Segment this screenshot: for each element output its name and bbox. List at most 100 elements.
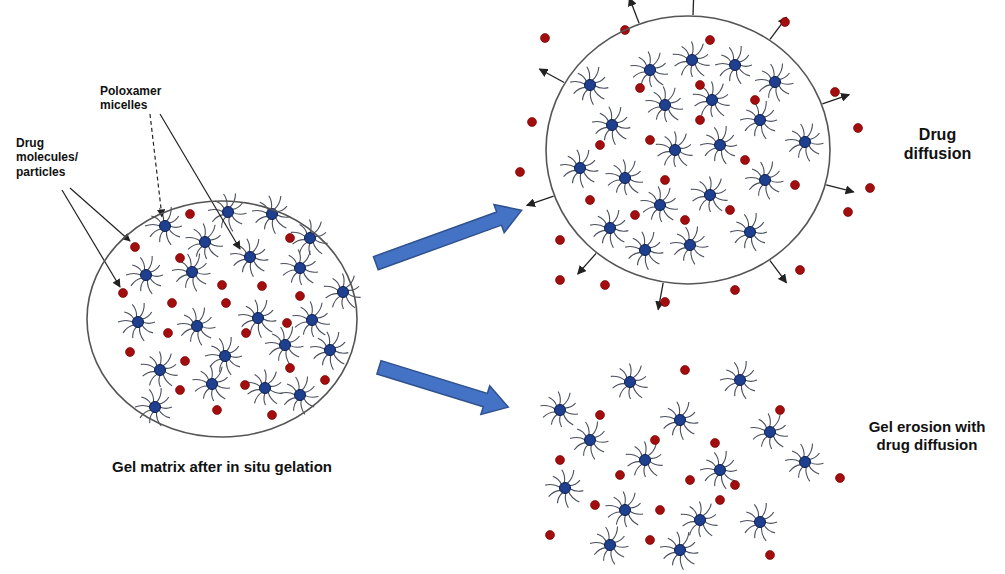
drug-particle [556, 276, 565, 285]
micelle-chain [181, 329, 192, 336]
micelle-chain [630, 171, 641, 176]
micelle-chain [672, 554, 677, 565]
micelle-chain [648, 52, 650, 65]
micelle-chain [305, 261, 316, 266]
micelle-chain [614, 220, 625, 226]
micelle-core [560, 483, 571, 494]
micelle-chain [692, 226, 698, 240]
micelle-chain [567, 470, 574, 483]
micelle-chain [752, 213, 757, 227]
poloxamer-micelle [715, 46, 752, 84]
micelle-chain [595, 440, 608, 442]
micelle-chain [684, 250, 689, 261]
drug-particle [126, 348, 135, 357]
micelle-chain [705, 473, 716, 481]
drug-particle [696, 81, 705, 90]
micelle-chain [735, 235, 746, 243]
micelle-core [687, 55, 698, 66]
micelle-chain [549, 490, 561, 496]
micelle-chain [653, 53, 661, 66]
micelle-chain [644, 442, 646, 455]
micelle-chain [242, 261, 247, 272]
micelle-chain [140, 257, 144, 270]
micelle-core [223, 207, 234, 218]
micelle-chain [715, 63, 730, 65]
micelle-chain [722, 451, 727, 465]
micelle-chain [163, 354, 171, 366]
micelle-chain [188, 254, 192, 267]
micelle-chain [674, 132, 676, 145]
drug-particle [586, 196, 595, 205]
micelle-chain [639, 57, 647, 66]
micelle-chain [665, 110, 667, 122]
micelle-chain [303, 324, 309, 334]
micelle-chain [664, 552, 676, 558]
micelle-chain [677, 532, 680, 545]
micelle-chain [691, 42, 693, 55]
micelle-chain [594, 88, 605, 98]
micelle-chain [739, 68, 750, 76]
micelle-chain [695, 64, 704, 76]
micelle-chain [558, 392, 560, 405]
micelle-chain [633, 386, 642, 398]
drug-particle [831, 88, 840, 97]
micelle-chain [745, 237, 749, 248]
leader-line [160, 114, 240, 249]
micelle-chain [651, 209, 657, 219]
micelle-chain [625, 515, 627, 527]
micelle-chain [702, 104, 710, 115]
micelle-chain [322, 354, 327, 365]
micelle-chain [563, 393, 571, 406]
micelle-chain [633, 366, 641, 378]
micelle-chain [234, 259, 246, 265]
poloxamer-micelle [177, 307, 215, 345]
micelle-chain [721, 55, 731, 62]
micelle-chain [654, 92, 662, 101]
micelle-chain [590, 90, 593, 105]
micelle-chain [629, 387, 631, 399]
micelle-chain [734, 362, 738, 375]
micelle-chain [289, 255, 297, 264]
node-label: Drug diffusion [885, 125, 990, 163]
micelle-core [160, 221, 171, 232]
micelle-chain [769, 87, 774, 98]
micelle-chain [255, 300, 258, 313]
drug-particle [546, 531, 555, 540]
drug-particle [726, 206, 735, 215]
micelle-core [150, 402, 161, 413]
micelle-chain [769, 183, 779, 192]
micelle-chain [730, 70, 734, 81]
micelle-chain [196, 263, 206, 269]
micelle-chain [303, 251, 311, 264]
drug-particle [796, 266, 805, 275]
micelle-chain [248, 390, 261, 395]
drug-particle [176, 386, 185, 395]
micelle-chain [766, 185, 770, 200]
micelle-chain [625, 183, 627, 195]
leader-line [70, 188, 130, 241]
poloxamer-micelle [691, 177, 728, 212]
poloxamer-micelle [670, 226, 708, 264]
drug-particle [751, 96, 760, 105]
micelle-chain [675, 62, 688, 67]
micelle-chain [775, 433, 788, 436]
micelle-chain [764, 110, 774, 117]
micelle-core [765, 427, 776, 438]
micelle-chain [633, 238, 642, 246]
micelle-chain [629, 364, 631, 377]
micelle-chain [313, 242, 322, 254]
drug-particles [119, 18, 875, 560]
micelle-chain [301, 307, 309, 316]
micelle-chain [150, 374, 158, 385]
micelle-chain [210, 366, 212, 379]
drug-particle [283, 319, 292, 328]
micelle-chain [255, 392, 263, 403]
poloxamer-micelle [656, 132, 693, 167]
micelle-chain [695, 44, 703, 56]
poloxamer-micelle [590, 210, 628, 248]
micelle-chain [131, 278, 142, 286]
micelle-chain [715, 189, 726, 193]
micelle-chain [281, 327, 285, 340]
micelle-chain [584, 171, 595, 181]
micelle-chain [694, 248, 704, 257]
